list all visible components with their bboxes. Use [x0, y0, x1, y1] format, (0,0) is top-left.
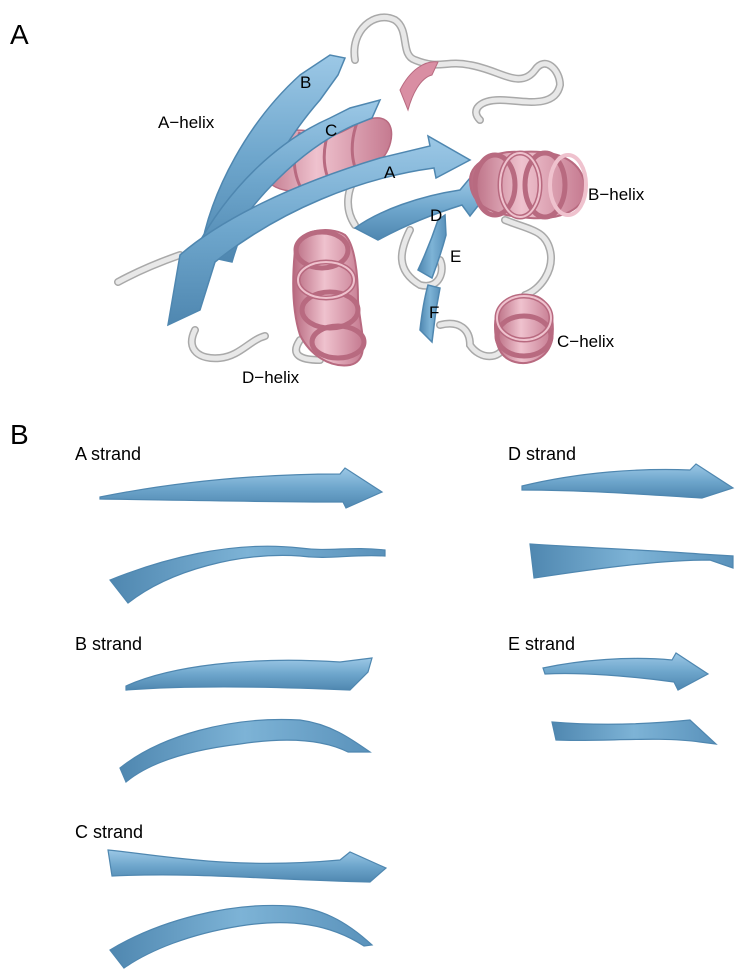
loop-top [354, 17, 560, 120]
d-strand-side-view [530, 544, 733, 578]
strand-c-label: C [325, 121, 337, 140]
e-strand-top-view [543, 653, 708, 690]
pink-loop-top [400, 62, 438, 110]
b-helix-label: B−helix [588, 185, 645, 204]
panel-a: A [10, 17, 645, 387]
panel-a-letter: A [10, 19, 29, 50]
a-helix-label: A−helix [158, 113, 215, 132]
panel-b: B A strand B strand C strand D strand E … [10, 419, 733, 968]
b-helix [470, 152, 586, 219]
d-helix-label: D−helix [242, 368, 300, 387]
e-strand-title: E strand [508, 634, 575, 654]
strand-f-label: F [429, 303, 439, 322]
c-strand-title: C strand [75, 822, 143, 842]
c-helix-label: C−helix [557, 332, 615, 351]
b-strand-title: B strand [75, 634, 142, 654]
a-strand-top-view [100, 468, 382, 508]
strand-e-label: E [450, 247, 461, 266]
b-strand-top-view [126, 658, 372, 690]
panel-b-letter: B [10, 419, 29, 450]
c-helix [495, 295, 553, 363]
d-strand-title: D strand [508, 444, 576, 464]
strand-b-label: B [300, 73, 311, 92]
loop-left [118, 255, 320, 360]
a-strand-title: A strand [75, 444, 141, 464]
a-strand-side-view [110, 546, 385, 603]
strand-a-label: A [384, 163, 396, 182]
d-helix [293, 230, 364, 365]
d-strand-top-view [522, 464, 733, 498]
c-strand-top-view [108, 850, 386, 882]
c-strand-side-view [110, 905, 372, 968]
strand-d-label: D [430, 206, 442, 225]
b-strand-side-view [120, 719, 370, 782]
e-strand-side-view [552, 720, 716, 744]
